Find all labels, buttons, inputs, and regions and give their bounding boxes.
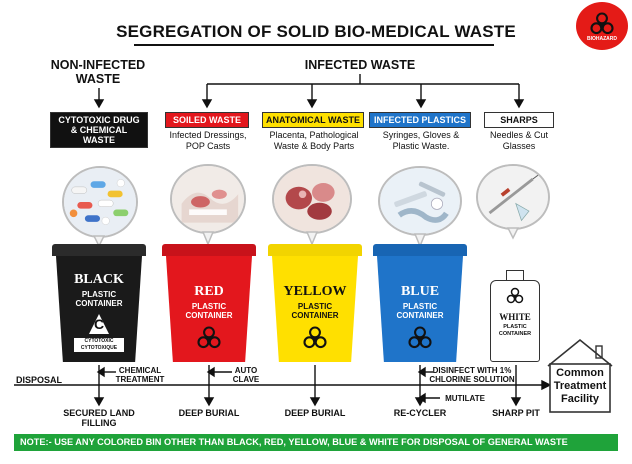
yellow-bin-lid <box>268 244 362 256</box>
plastics-image <box>378 166 462 236</box>
facility-label: Common Treatment Facility <box>553 367 607 405</box>
red-bin-label: RED <box>194 284 224 299</box>
blue-bin-label: BLUE <box>400 284 440 299</box>
category-cytotoxic: CYTOTOXIC DRUG & CHEMICAL WASTE <box>50 112 148 148</box>
red-bin-body <box>166 256 252 362</box>
facility-house-icon <box>547 338 613 413</box>
outcome-sharp-pit: SHARP PIT <box>492 408 540 418</box>
white-container-label: WHITE <box>499 312 531 322</box>
blue-bin-lid <box>373 244 467 256</box>
black-bin-lid <box>52 244 146 256</box>
treatment-mutilate: MUTILATE <box>445 394 485 403</box>
heading-infected: INFECTED WASTE <box>304 58 416 72</box>
desc-soiled: Infected Dressings, POP Casts <box>169 130 247 151</box>
page-title: SEGREGATION OF SOLID BIO-MEDICAL WASTE <box>116 22 516 41</box>
black-bin-sub: PLASTIC CONTAINER <box>75 290 123 308</box>
white-container-sub: PLASTIC CONTAINER <box>498 324 532 337</box>
title-underline <box>134 44 494 46</box>
red-bin-sub: PLASTIC CONTAINER <box>185 302 233 320</box>
yellow-bin-body <box>272 256 358 362</box>
white-container-body <box>490 280 540 362</box>
white-container-cap <box>506 270 524 280</box>
desc-sharps: Needles & Cut Glasses <box>489 130 549 151</box>
disposal-label: DISPOSAL <box>16 375 63 385</box>
biohazard-icon <box>197 326 221 349</box>
treatment-auto-clave: AUTO CLAVE <box>232 366 260 384</box>
treatment-chemical: CHEMICAL TREATMENT <box>115 366 165 384</box>
blue-bin: BLUE PLASTIC CONTAINER <box>373 244 467 362</box>
yellow-bin: YELLOW PLASTIC CONTAINER <box>268 244 362 362</box>
desc-anatomical: Placenta, Pathological Waste & Body Part… <box>269 130 359 151</box>
category-infected-plastics: INFECTED PLASTICS <box>369 112 471 128</box>
sharps-image <box>476 164 550 230</box>
soiled-waste-image <box>170 164 246 234</box>
blue-bin-sub: PLASTIC CONTAINER <box>396 302 444 320</box>
outcome-deep-burial-yellow: DEEP BURIAL <box>284 408 346 418</box>
outcome-recycler: RE-CYCLER <box>393 408 447 418</box>
yellow-bin-label: YELLOW <box>283 284 347 299</box>
pills-image <box>62 166 138 238</box>
blue-bin-body <box>377 256 463 362</box>
black-bin: BLACK PLASTIC CONTAINER C CYTOTOXIC CYTO… <box>52 244 146 362</box>
heading-non-infected: NON-INFECTED WASTE <box>50 58 146 86</box>
anatomical-waste-image <box>272 164 352 234</box>
outcome-deep-burial-red: DEEP BURIAL <box>178 408 240 418</box>
badge-label: BIOHAZARD <box>587 36 617 42</box>
desc-infected-plastics: Syringes, Gloves & Plastic Waste. <box>382 130 460 151</box>
biohazard-badge: BIOHAZARD <box>576 2 628 50</box>
black-bin-label: BLACK <box>74 272 124 287</box>
outcome-secured-land-filling: SECURED LAND FILLING <box>63 408 135 428</box>
treatment-disinfect: DISINFECT WITH 1% CHLORINE SOLUTION <box>429 366 515 384</box>
biohazard-icon <box>506 287 524 304</box>
red-bin-lid <box>162 244 256 256</box>
cytotoxic-label: CYTOTOXIC CYTOTOXIQUE <box>74 338 124 352</box>
red-bin: RED PLASTIC CONTAINER <box>162 244 256 362</box>
general-waste-note: NOTE:- USE ANY COLORED BIN OTHER THAN BL… <box>14 434 618 451</box>
biohazard-icon <box>590 12 614 35</box>
biohazard-icon <box>408 326 432 349</box>
yellow-bin-sub: PLASTIC CONTAINER <box>291 302 339 320</box>
biohazard-icon <box>303 326 327 349</box>
category-sharps: SHARPS <box>484 112 554 128</box>
category-anatomical: ANATOMICAL WASTE <box>262 112 364 128</box>
category-soiled: SOILED WASTE <box>165 112 249 128</box>
white-container: WHITE PLASTIC CONTAINER <box>490 270 540 362</box>
